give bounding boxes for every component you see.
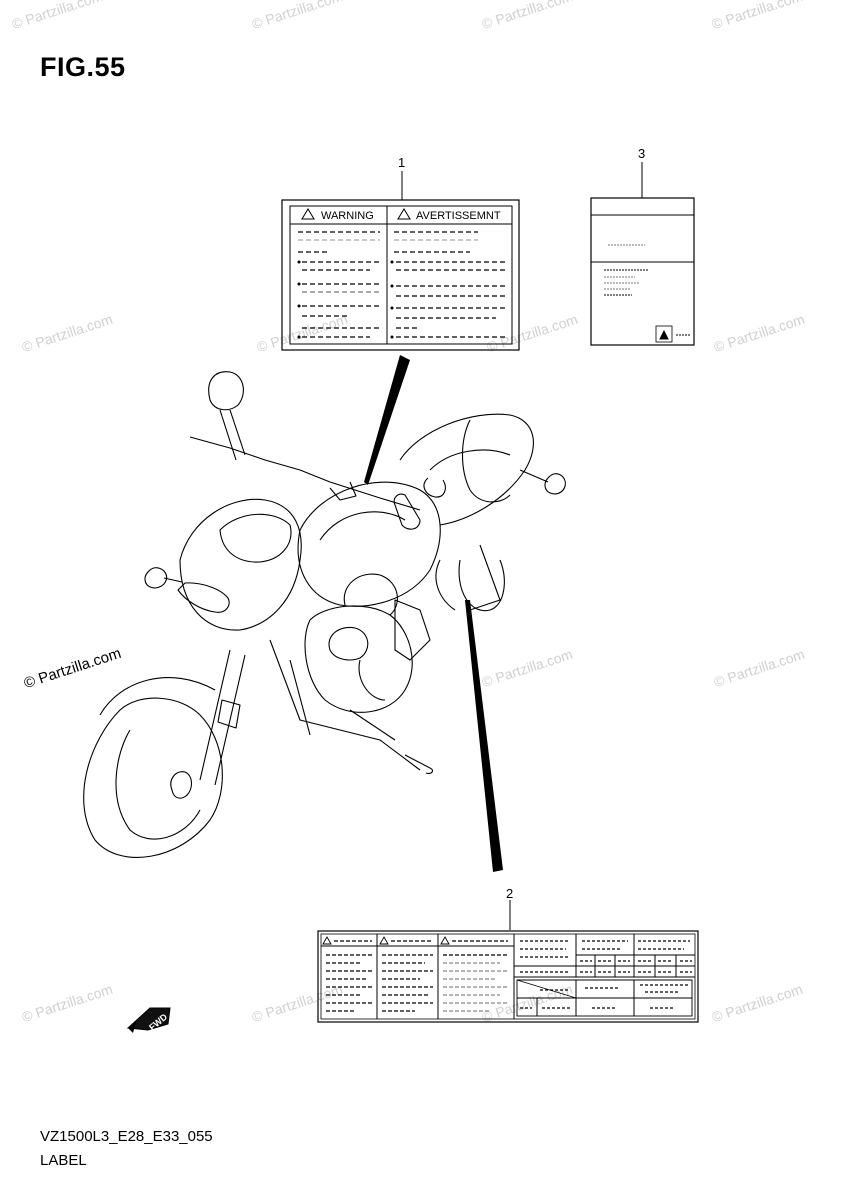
pointer-wedge-2	[465, 600, 503, 872]
callout-3: 3	[638, 146, 646, 161]
motorcycle-illustration	[83, 371, 566, 858]
callout-2: 2	[506, 886, 514, 901]
figure-title: FIG.55	[40, 52, 126, 82]
pointer-wedge-1	[364, 355, 410, 485]
avertissement-heading: AVERTISSEMNT	[416, 210, 501, 222]
owners-manual-part-3	[590, 197, 695, 346]
warning-label-part-1	[281, 199, 520, 351]
warning-heading: WARNING	[321, 210, 374, 222]
fwd-arrow-icon	[126, 1007, 171, 1033]
leader-lines	[401, 162, 643, 930]
warning-icon	[301, 208, 411, 220]
figure-caption: LABEL	[40, 1152, 87, 1169]
figure-code: VZ1500L3_E28_E33_055	[40, 1128, 213, 1145]
combined-label-part-2	[317, 930, 699, 1023]
callout-1: 1	[398, 155, 406, 170]
